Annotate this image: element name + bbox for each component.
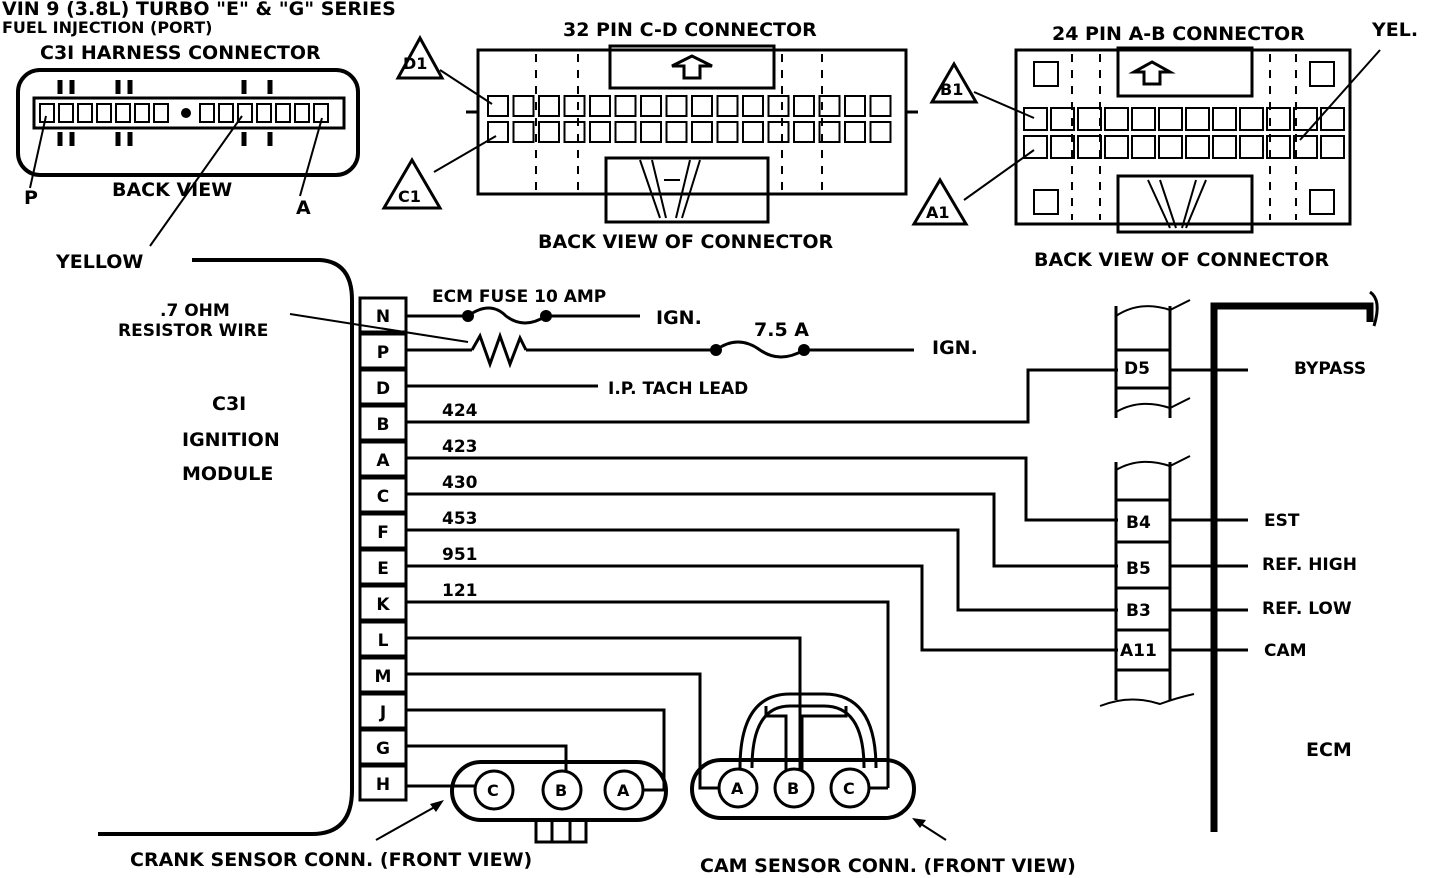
tach-lead-label: I.P. TACH LEAD xyxy=(608,379,748,399)
c3i-pin-a-label: A xyxy=(296,197,311,219)
ecm-pin-d5: D5 xyxy=(1124,359,1150,379)
resistor-label-1: .7 OHM xyxy=(160,301,230,321)
ecm-label: ECM xyxy=(1306,739,1352,761)
yel-label: YEL. xyxy=(1371,19,1418,41)
cam-sensor-label: CAM SENSOR CONN. (FRONT VIEW) xyxy=(700,855,1076,877)
ecm-fuse-label: ECM FUSE 10 AMP xyxy=(432,287,606,307)
cam-pin-a: A xyxy=(731,779,744,798)
wire-number: 430 xyxy=(442,473,478,493)
connector-32-pin-cd: 32 PIN C-D CONNECTOR D1 C1 BACK VIEW OF … xyxy=(381,19,918,253)
module-pin-box xyxy=(358,584,408,622)
module-pin-label: F xyxy=(377,523,389,543)
wire-number: 424 xyxy=(442,401,478,421)
module-pin-box xyxy=(358,548,408,586)
ecm-pin-b5: B5 xyxy=(1126,559,1151,579)
module-pin-box xyxy=(358,332,408,370)
cam-pin-b: B xyxy=(787,779,799,798)
connector-24-pin-ab: 24 PIN A-B CONNECTOR YEL. B1 A1 BACK VIE… xyxy=(911,19,1418,271)
fuse-75-label: 7.5 A xyxy=(754,319,809,341)
crank-pin-a: A xyxy=(617,781,630,800)
cam-pin-c: C xyxy=(843,779,855,798)
wire-number: 423 xyxy=(442,437,478,457)
pin-b1-marker: B1 xyxy=(940,80,963,99)
module-pin-label: K xyxy=(376,595,390,615)
c3i-harness-connector: C3I HARNESS CONNECTOR P A BACK VIEW YELL… xyxy=(16,42,360,273)
module-label-module: MODULE xyxy=(182,463,273,485)
sensor-wiring xyxy=(406,636,888,792)
yellow-label: YELLOW xyxy=(55,251,143,273)
crank-pin-c: C xyxy=(487,781,499,800)
module-pin-label: A xyxy=(376,451,390,471)
module-label-c3i: C3I xyxy=(212,393,246,415)
ecm-pin-a11: A11 xyxy=(1120,641,1157,661)
module-pin-label: D xyxy=(376,379,390,399)
c3i-harness-title: C3I HARNESS CONNECTOR xyxy=(40,42,321,64)
module-pin-box xyxy=(358,656,408,694)
header-line2: FUEL INJECTION (PORT) xyxy=(2,18,212,37)
module-pin-label: E xyxy=(377,559,389,579)
wire-number: 453 xyxy=(442,509,478,529)
resistor-label-2: RESISTOR WIRE xyxy=(118,321,268,341)
module-pin-box xyxy=(358,692,408,730)
module-label-ignition: IGNITION xyxy=(182,429,280,451)
pin-a1-marker: A1 xyxy=(926,203,950,222)
ecm-pin-b3: B3 xyxy=(1126,601,1151,621)
ign-label-2: IGN. xyxy=(932,337,978,359)
module-pin-label: B xyxy=(377,415,390,435)
ecm-signal-cam: CAM xyxy=(1264,641,1307,661)
connector-ab-title: 24 PIN A-B CONNECTOR xyxy=(1052,23,1305,45)
module-pin-label: G xyxy=(376,739,390,759)
wire-number: 951 xyxy=(442,545,478,565)
connector-cd-view-label: BACK VIEW OF CONNECTOR xyxy=(538,231,833,253)
module-pin-label: L xyxy=(378,631,389,651)
wire-number: 121 xyxy=(442,581,478,601)
connector-cd-title: 32 PIN C-D CONNECTOR xyxy=(563,19,817,41)
c3i-back-view-label: BACK VIEW xyxy=(112,179,232,201)
ecm-pin-b4: B4 xyxy=(1126,513,1151,533)
ecm-signal-est: EST xyxy=(1264,511,1300,531)
module-pin-label: C xyxy=(377,487,389,507)
ecm: D5 B4 B5 B3 A11 BYPASS EST REF. HIGH REF… xyxy=(1099,290,1379,832)
ecm-signal-bypass: BYPASS xyxy=(1294,359,1366,379)
ecm-signal-ref-high: REF. HIGH xyxy=(1262,555,1357,575)
crank-pin-b: B xyxy=(555,781,567,800)
module-pin-label: N xyxy=(376,307,390,327)
header-line1: VIN 9 (3.8L) TURBO "E" & "G" SERIES xyxy=(2,0,396,20)
module-pin-label: M xyxy=(375,667,392,687)
pin-c1-marker: C1 xyxy=(398,187,421,206)
module-pin-box xyxy=(358,764,408,802)
crank-sensor-label: CRANK SENSOR CONN. (FRONT VIEW) xyxy=(130,849,532,871)
ign-label-1: IGN. xyxy=(656,307,702,329)
connector-ab-view-label: BACK VIEW OF CONNECTOR xyxy=(1034,249,1329,271)
signal-wiring xyxy=(406,368,1118,788)
ecm-signal-ref-low: REF. LOW xyxy=(1262,599,1352,619)
pin-d1-marker: D1 xyxy=(403,54,427,73)
wire-number-labels: 424 423 430 453 951 121 xyxy=(442,401,478,601)
module-pin-label: J xyxy=(379,703,386,723)
module-pin-label: P xyxy=(377,343,389,363)
cam-sensor-connector: A B C xyxy=(690,692,947,841)
crank-sensor-connector: C B A xyxy=(375,760,668,844)
c3i-pin-p-label: P xyxy=(24,187,38,209)
power-wiring xyxy=(289,306,914,388)
module-pin-label: H xyxy=(376,775,390,795)
